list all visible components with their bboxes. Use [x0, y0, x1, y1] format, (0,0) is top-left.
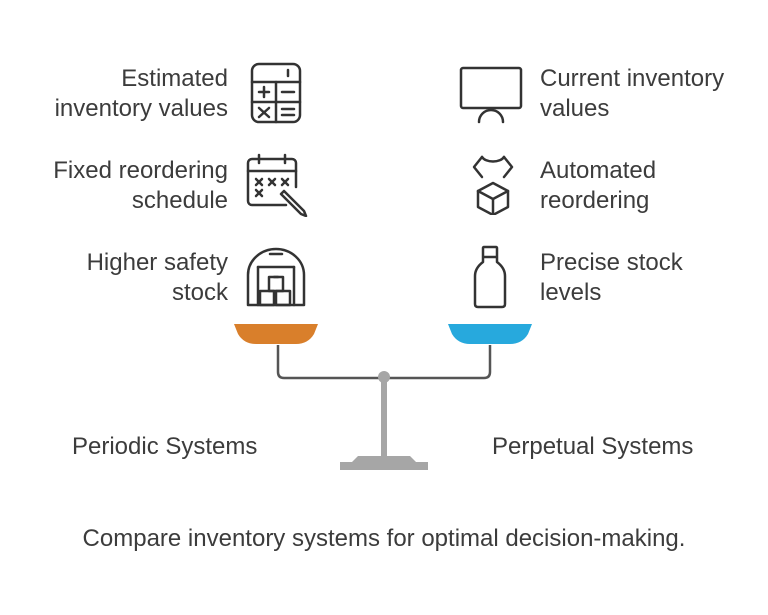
perpetual-systems-label: Perpetual Systems: [492, 433, 694, 460]
label-line: values: [540, 95, 610, 122]
left-item-fixed-reordering: Fixed reordering schedule: [53, 156, 228, 216]
warehouse-icon: [244, 245, 308, 307]
label-line: Precise stock: [540, 249, 683, 276]
periodic-systems-label: Periodic Systems: [72, 433, 258, 460]
calendar-icon: [246, 153, 310, 217]
robot-box-icon: [468, 153, 518, 215]
left-item-estimated-inventory: Estimated inventory values: [55, 64, 228, 124]
label-line: Automated: [540, 157, 657, 184]
right-item-precise-stock: Precise stock levels: [540, 248, 683, 308]
right-item-current-inventory: Current inventory values: [540, 64, 724, 124]
label-line: Higher safety: [86, 249, 228, 276]
caption: Compare inventory systems for optimal de…: [82, 525, 686, 552]
balance-scale: [228, 318, 538, 478]
label-line: inventory values: [54, 95, 228, 122]
label-line: reordering: [540, 187, 650, 214]
right-item-automated-reordering: Automated reordering: [540, 156, 656, 216]
label-line: schedule: [131, 187, 228, 214]
bottle-icon: [470, 244, 510, 310]
left-item-higher-safety: Higher safety stock: [87, 248, 228, 308]
label-line: Current inventory: [540, 65, 725, 92]
right-pan: [448, 324, 532, 344]
label-line: Estimated: [121, 65, 228, 92]
label-line: stock: [171, 279, 228, 306]
left-pan: [234, 324, 318, 344]
calculator-icon: [250, 62, 302, 124]
label-line: levels: [540, 279, 602, 306]
monitor-icon: [459, 66, 523, 124]
label-line: Fixed reordering: [53, 157, 228, 184]
